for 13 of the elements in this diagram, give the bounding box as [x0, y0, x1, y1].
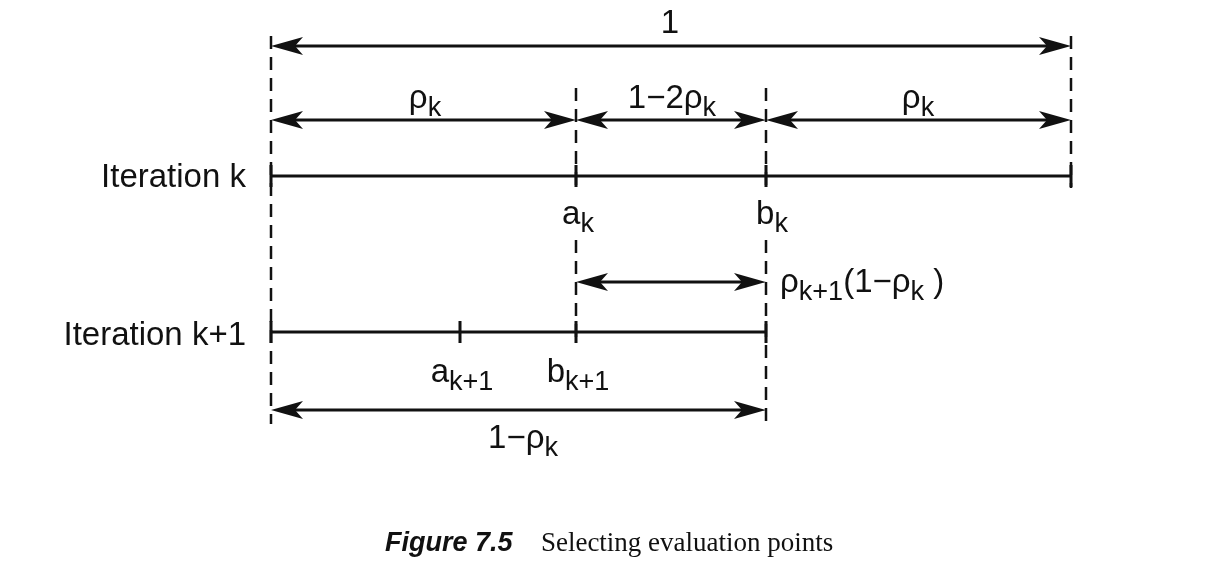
dimension-label: ρ$_{k+1}$(1−ρ$_{k}$ )	[780, 262, 945, 306]
figure-caption: Figure 7.5 Selecting evaluation points	[385, 527, 834, 559]
dimension-label: 1−2ρ$_{k}$	[627, 78, 717, 122]
dimension-label: 1	[660, 3, 680, 41]
dimension-label: 1−ρ$_{k}$	[488, 418, 558, 462]
point-label: b$_{k}$	[756, 194, 788, 238]
row-label: Iteration k+1	[63, 315, 246, 353]
point-label: a$_{k}$	[562, 194, 594, 238]
point-label: a$_{k+1}$	[430, 352, 494, 396]
dimension-label: ρ$_{k}$	[408, 78, 442, 122]
row-label: Iteration k	[101, 157, 246, 195]
point-label: b$_{k+1}$	[546, 352, 610, 396]
dimension-label: ρ$_{k}$	[901, 78, 935, 122]
